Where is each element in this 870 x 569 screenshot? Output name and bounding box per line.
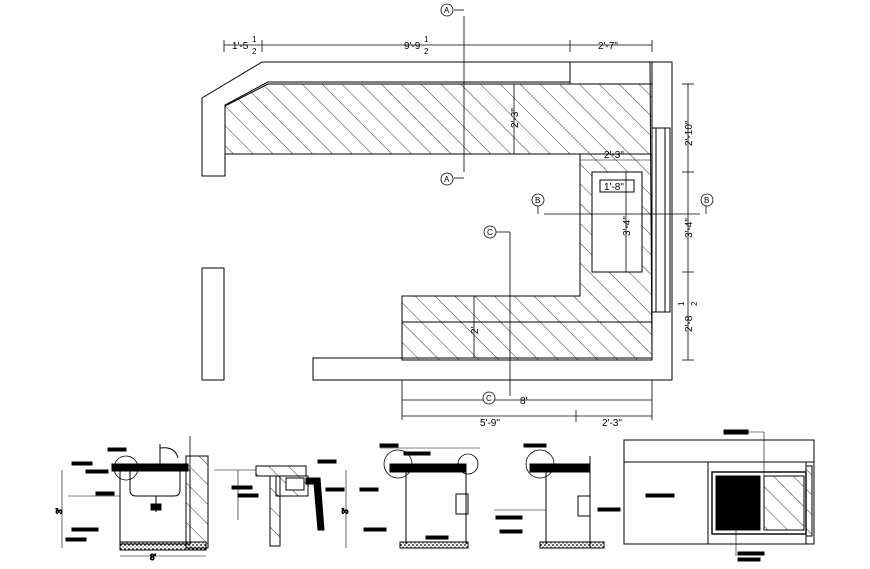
section-marker-b-right: B: [700, 193, 714, 207]
plan-view: [201, 40, 673, 381]
svg-text:C: C: [486, 394, 492, 403]
dim-top-mid: 9'-9: [404, 41, 421, 52]
dim-top-left: 1'-5: [232, 41, 249, 52]
detail-elevation: [623, 429, 815, 562]
svg-text:B: B: [704, 196, 709, 205]
dim-bottom-overall: 8': [520, 396, 528, 407]
left-pier: [201, 267, 225, 381]
dim-counter-depth-top: 2'-3": [510, 108, 521, 128]
dim-bottom-left: 5'-9": [480, 418, 500, 429]
detail-sections: 3': [55, 429, 815, 563]
dim-top-left-frac-den: 2: [252, 47, 257, 56]
section-marker-a-top: A: [440, 3, 454, 17]
dim-top-left-frac-num: 1: [252, 35, 257, 44]
section-marker-a-bottom: A: [440, 172, 454, 186]
detail-counter-edge: [214, 459, 345, 547]
dim-right-lower: 2'-8: [684, 315, 695, 332]
detail-sink-section: [61, 436, 209, 551]
dim-right-upper: 2'-10": [684, 120, 695, 146]
dim-top-mid-frac-num: 1: [424, 35, 429, 44]
window: [651, 127, 671, 313]
section-marker-c-bottom: C: [482, 391, 496, 405]
dim-counter-depth-bottom: 2': [470, 326, 481, 334]
right-wall: [312, 61, 673, 381]
detail-section-4: [494, 443, 621, 549]
dim-top-right: 2'-7": [598, 41, 618, 52]
dim-return-width: 2'-3": [604, 150, 624, 161]
svg-text:A: A: [444, 6, 450, 15]
svg-text:B: B: [535, 196, 540, 205]
dim-right-lower-frac-num: 1: [677, 301, 686, 306]
detail-3-height: 3': [341, 508, 350, 514]
svg-text:C: C: [487, 228, 493, 237]
dim-right-middle: 3'-4": [684, 218, 695, 238]
detail-section-3: [345, 443, 480, 549]
upper-counter-hatch: [224, 83, 653, 155]
dim-top-mid-frac-den: 2: [424, 47, 429, 56]
dim-bottom-right: 2'-3": [602, 418, 622, 429]
detail-1-width: 8': [150, 553, 156, 562]
svg-text:A: A: [444, 175, 450, 184]
detail-1-height: 3': [55, 508, 64, 514]
section-marker-b-left: B: [531, 193, 545, 207]
dim-sink-length: 3'-4": [622, 216, 633, 236]
dim-right-lower-frac-den: 2: [690, 301, 699, 306]
section-marker-c-top: C: [483, 225, 497, 239]
dim-sink-width: 1'-8": [604, 182, 624, 193]
top-right-block: [569, 61, 653, 85]
